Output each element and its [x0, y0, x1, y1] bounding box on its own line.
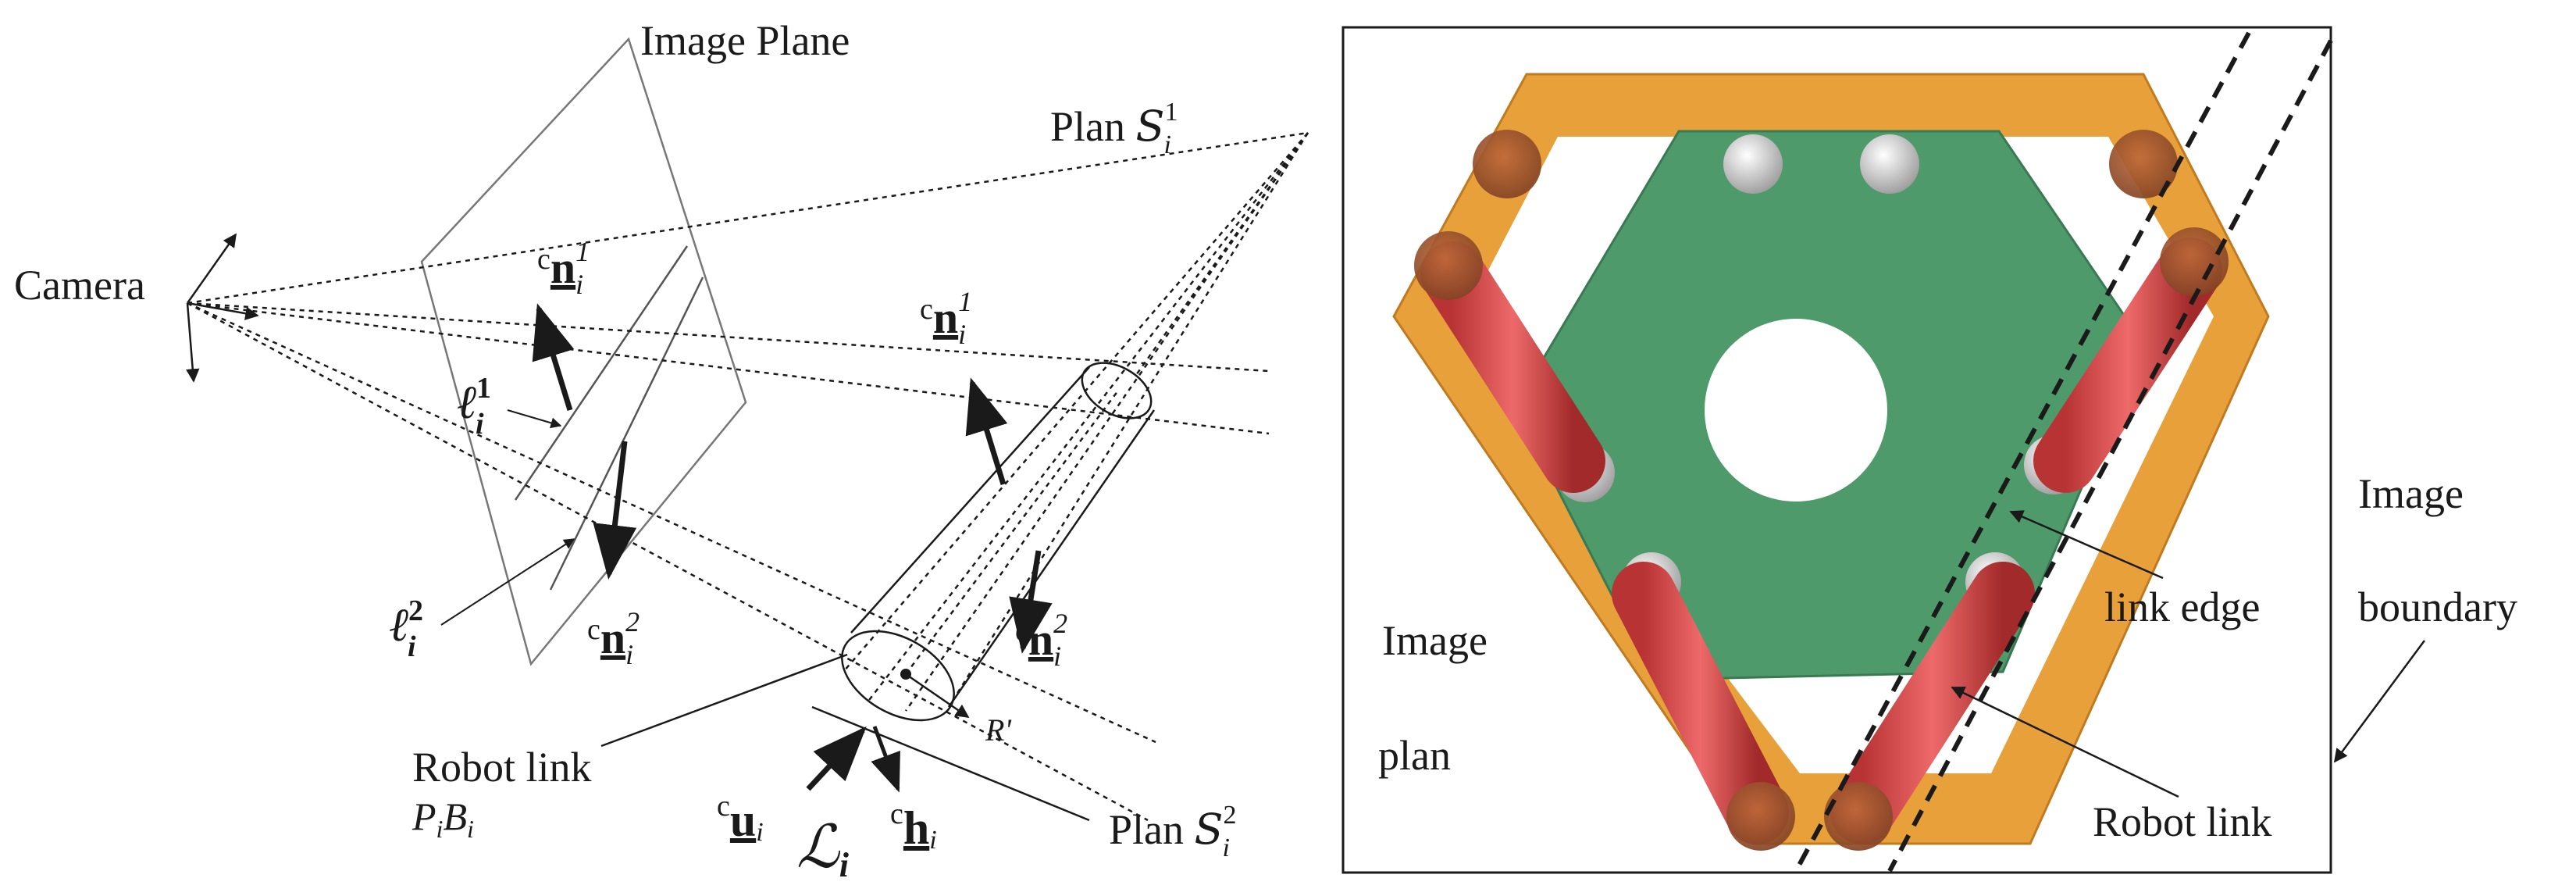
cylinder-side-left — [850, 366, 1090, 634]
projected-edge-line-2 — [549, 277, 704, 591]
link-end-cap — [1726, 782, 1795, 851]
camera-rays — [187, 131, 1309, 822]
link-end-cap — [2109, 130, 2178, 198]
radius-arrow — [905, 673, 970, 719]
plan-s2-leader — [811, 705, 1090, 822]
robot-link-bottom-left — [1612, 562, 1789, 844]
ray-s2-a — [187, 302, 1156, 744]
h-vector-label: chi — [890, 798, 937, 855]
robot-link-right-label: Robot link — [2093, 798, 2272, 845]
robot-link-left — [1420, 241, 1605, 493]
image-boundary-label-line1: Image — [2358, 470, 2464, 517]
l1-leader — [507, 409, 562, 429]
image-plan-label-line2: plan — [1378, 732, 1451, 779]
link-edge-line-1 — [1794, 31, 2251, 873]
ray-s1-b — [187, 302, 1270, 435]
robot-link-bottom-right — [1830, 562, 2035, 844]
robot-link-right-leader — [1951, 686, 2179, 798]
robot-link-leader — [600, 653, 848, 748]
link-edge-label: link edge — [2104, 584, 2260, 630]
cylinder-axis — [904, 390, 1120, 675]
link-edge-line-2 — [1887, 39, 2333, 873]
u-vector-arrow — [806, 726, 867, 791]
robot-links — [1420, 132, 2222, 844]
h-vector-arrow — [871, 726, 900, 793]
camera-axis-up — [186, 233, 237, 304]
left-diagram: Image Plane Camera — [14, 17, 1309, 884]
ray-s2-b — [187, 302, 1149, 822]
n1-image-arrow — [532, 303, 575, 412]
link-end-cap — [1414, 231, 1483, 300]
right-diagram: Image plan link edge Robot link Image bo… — [1341, 26, 2517, 874]
plan-s1-fan-4 — [947, 132, 1309, 708]
link-end-cap — [1473, 130, 1541, 198]
image-boundary-leader — [2333, 640, 2426, 763]
camera-axis-down — [186, 302, 200, 383]
n1-space-arrow — [965, 377, 1008, 486]
platform-center-hole — [1705, 319, 1887, 502]
l2-leader — [440, 538, 575, 626]
n2-image-arrow — [593, 441, 637, 580]
L-symbol-label: ℒi — [796, 815, 850, 884]
link-end-caps — [1414, 130, 2229, 851]
u-vector-label: cui — [717, 790, 764, 847]
link-edge-leader — [2009, 510, 2164, 580]
image-plane — [420, 37, 747, 666]
robot-link-right — [2033, 237, 2222, 493]
n2-space-arrow — [1009, 550, 1053, 654]
plan-s1-fan-2 — [866, 132, 1309, 704]
ray-to-plan-s1-vertex — [187, 131, 1309, 305]
projected-edge-line-1 — [514, 245, 689, 501]
link-end-cap — [1824, 782, 1893, 851]
camera-label: Camera — [14, 262, 145, 309]
cylinder-bottom-ellipse — [841, 630, 955, 722]
image-boundary-label-line2: boundary — [2358, 584, 2517, 630]
cylinder-side-right — [947, 409, 1156, 708]
radius-label: R' — [985, 712, 1012, 748]
plan-s1-fan-5 — [1135, 132, 1309, 376]
image-plan-label-line1: Image — [1382, 617, 1488, 664]
robot-link-label: Robot link — [412, 744, 592, 791]
image-plane-label: Image Plane — [640, 17, 850, 64]
plan-s1-fan-1 — [843, 132, 1309, 673]
ray-s1-a — [187, 302, 1270, 373]
robot-link-cylinder — [841, 362, 1156, 722]
link-end-cap — [2160, 227, 2229, 296]
robot-link-sub-label: PiBi — [412, 794, 474, 843]
